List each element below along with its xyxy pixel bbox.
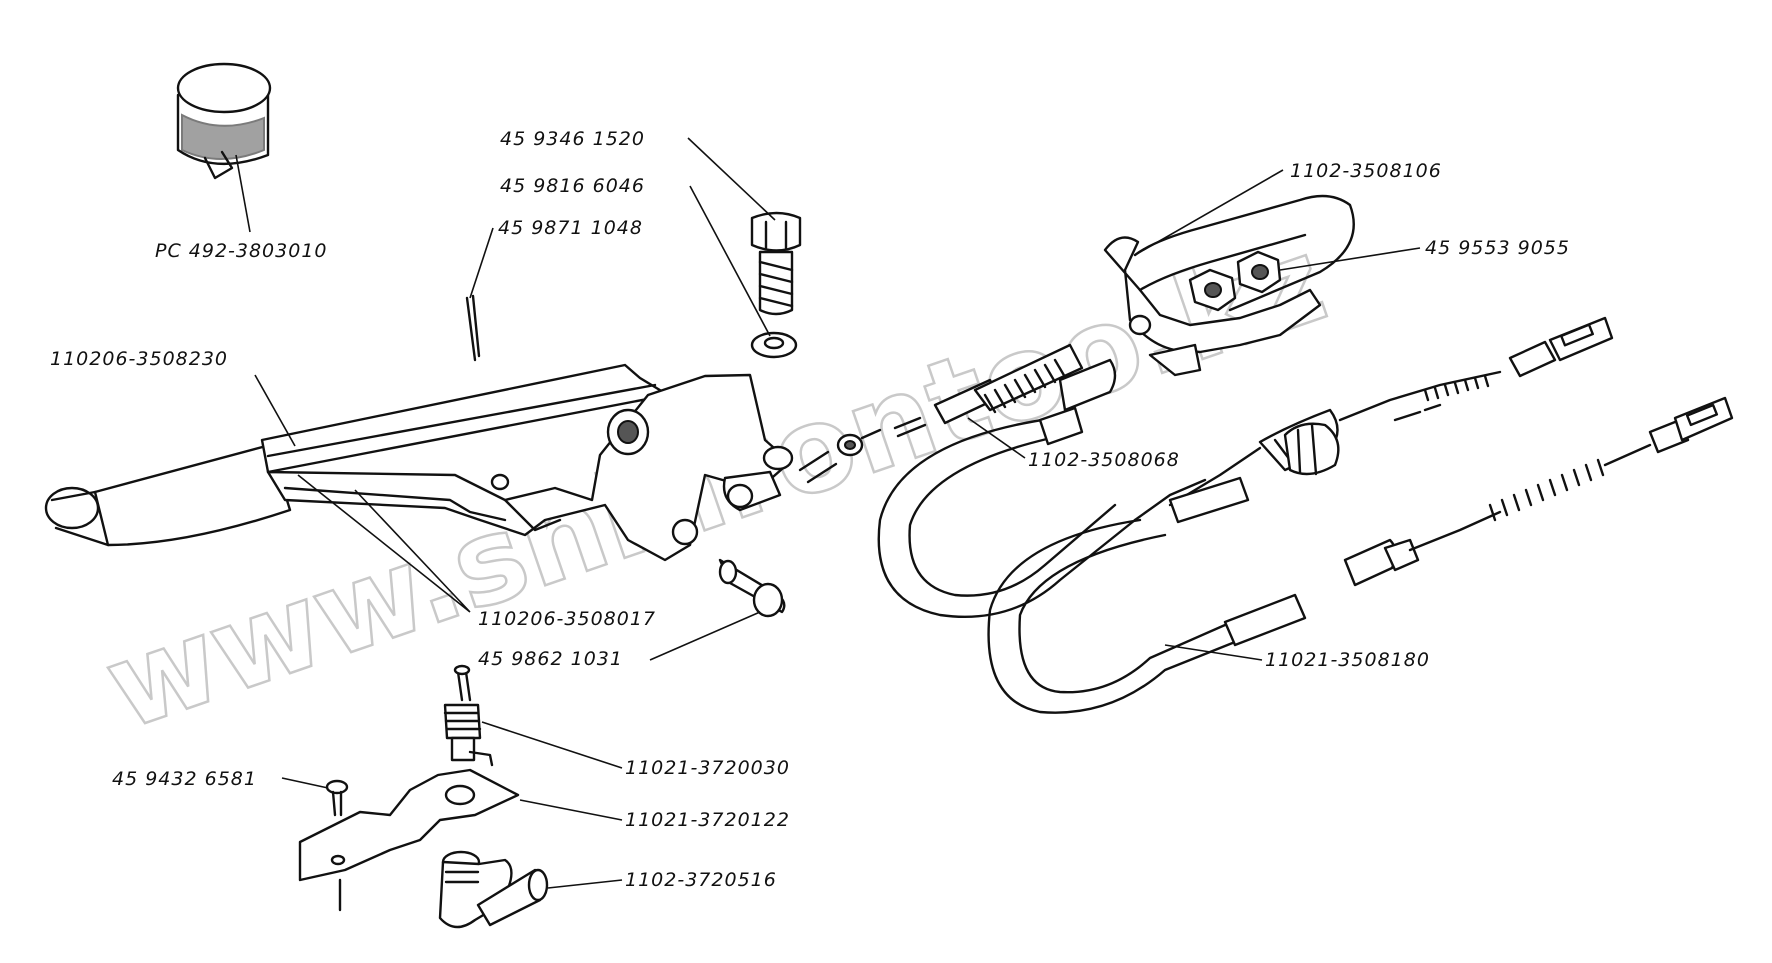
- label-washer: 45 9816 6046: [500, 175, 645, 197]
- label-pin: 45 9871 1048: [498, 217, 643, 239]
- leader-pin: [469, 227, 494, 299]
- label-switch: 11021-3720030: [625, 757, 790, 779]
- rod-part: [798, 343, 1117, 484]
- label-cap: 1102-3720516: [625, 869, 777, 891]
- leader-cap: [547, 879, 623, 889]
- label-bolt: 45 9346 1520: [500, 128, 645, 150]
- leader-bracket: [519, 799, 623, 821]
- leader-screw: [281, 777, 329, 789]
- leader-equalizer: [1134, 169, 1284, 256]
- label-screw: 45 9432 6581: [112, 768, 257, 790]
- cotter-pin-part: [465, 294, 481, 362]
- brake-lever-part: [44, 363, 794, 562]
- label-relay: РС 492-3803010: [155, 240, 328, 262]
- relay-part: [176, 62, 272, 233]
- label-rod: 1102-3508068: [1028, 449, 1180, 471]
- leader-bolt: [687, 137, 776, 221]
- label-axle: 45 9862 1031: [478, 648, 623, 670]
- leader-rod: [967, 417, 1026, 459]
- bolt-part: [750, 211, 802, 316]
- nuts-part: [1188, 250, 1282, 312]
- label-equalizer: 1102-3508106: [1290, 160, 1442, 182]
- leader-cable: [1164, 644, 1263, 661]
- leader-washer: [689, 185, 771, 337]
- label-bracket: 11021-3720122: [625, 809, 790, 831]
- leader-nuts: [1279, 247, 1421, 271]
- cap-part: [438, 850, 549, 929]
- bracket-part: [298, 750, 520, 912]
- switch-part: [443, 664, 482, 762]
- leader-lever: [254, 374, 296, 447]
- washer-part: [750, 331, 798, 359]
- leader-lever-inner: [297, 474, 471, 613]
- cable-right-part: [987, 396, 1734, 714]
- axle-pin-part: [718, 558, 786, 618]
- screw-part: [325, 779, 349, 817]
- label-cable: 11021-3508180: [1265, 649, 1430, 671]
- label-nuts: 45 9553 9055: [1425, 237, 1570, 259]
- label-lever-inner: 110206-3508017: [478, 608, 656, 630]
- leader-axle: [649, 611, 761, 661]
- equalizer-part: [1103, 194, 1355, 377]
- label-lever: 110206-3508230: [50, 348, 228, 370]
- leader-switch: [481, 721, 623, 769]
